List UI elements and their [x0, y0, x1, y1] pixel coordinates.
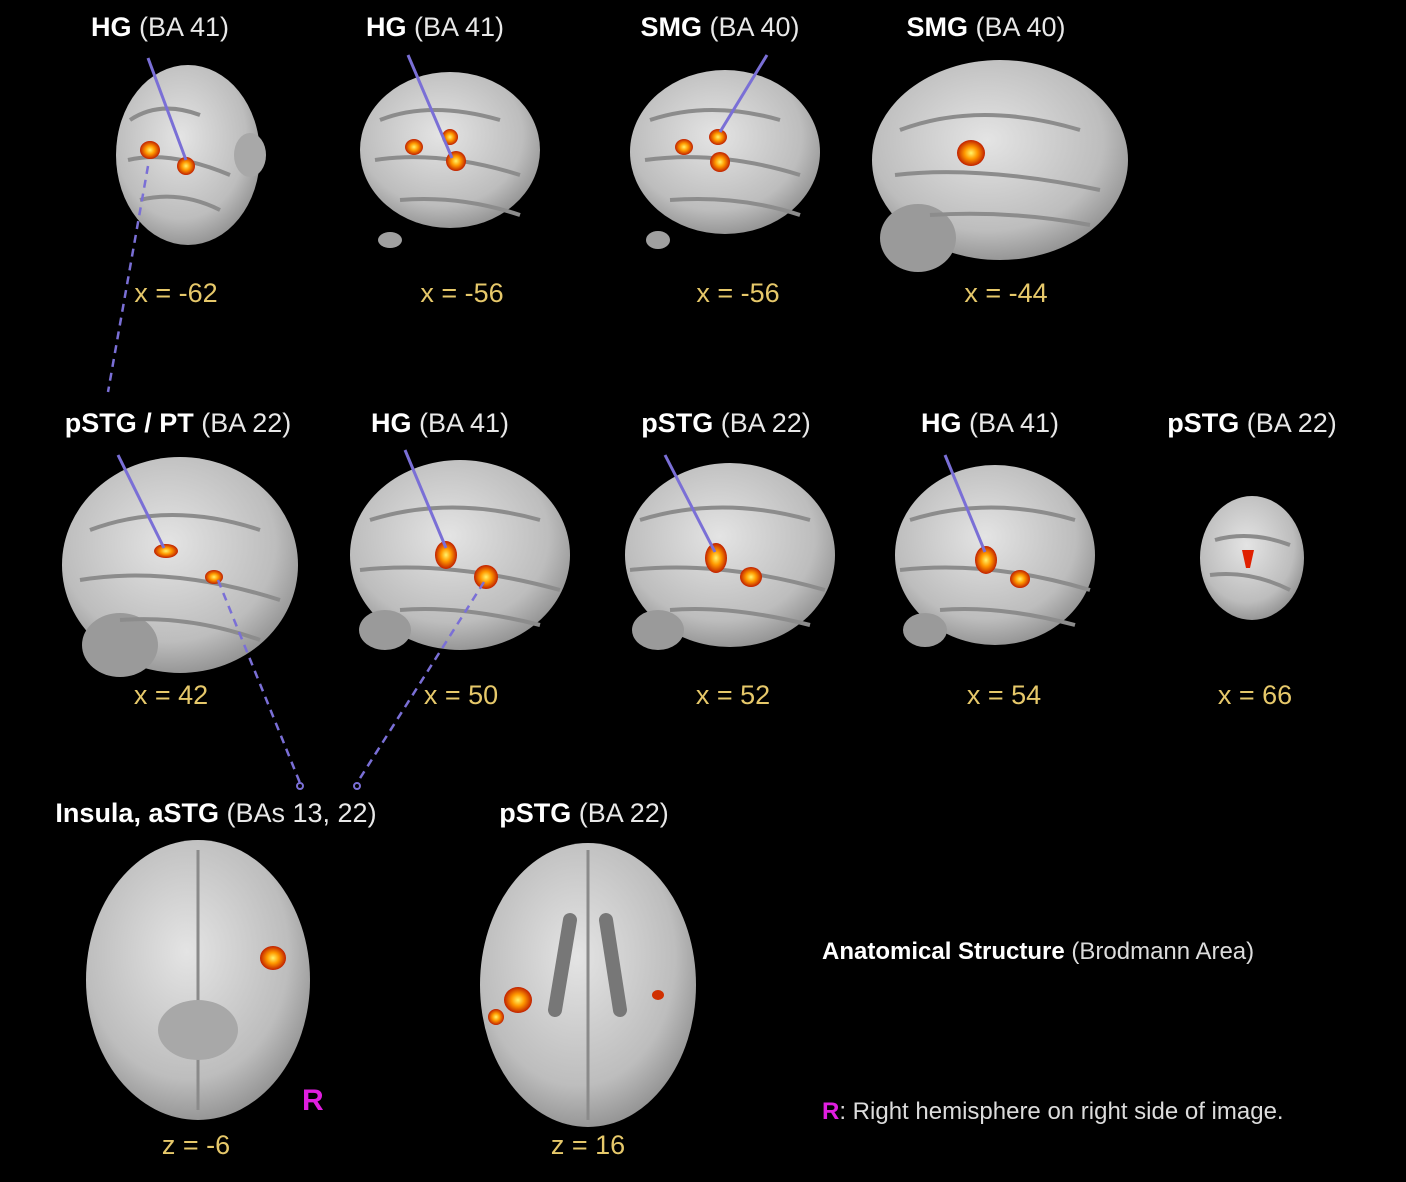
panel-label: HG (BA 41) — [370, 408, 510, 438]
hemisphere-marker: R — [302, 1084, 324, 1117]
coordinate-label: x = -62 — [134, 278, 218, 308]
coordinate-label: x = 50 — [423, 680, 499, 710]
legend-z-line: z = MNI coordinate of axial section — [822, 1035, 1190, 1062]
panel-label: HG (BA 41) — [920, 408, 1060, 438]
leader-line-ends — [296, 782, 361, 790]
legend-x-line: x = MNI coordinate of sagittal section — [822, 1002, 1217, 1029]
panel-label: SMG (BA 40) — [906, 12, 1066, 42]
brain-sagittal-x42 — [62, 457, 298, 677]
leader-lines — [116, 54, 987, 553]
coordinate-label: x = -56 — [420, 278, 504, 308]
legend-r-line: R: Right hemisphere on right side of ima… — [822, 1098, 1284, 1125]
coordinate-label: x = -44 — [964, 278, 1048, 308]
panel-label: pSTG (BA 22) — [1167, 408, 1337, 438]
legend-title: Anatomical Structure (Brodmann Area) — [822, 938, 1255, 965]
coordinate-label: z = 16 — [550, 1130, 626, 1160]
brain-sagittal-x52 — [625, 463, 835, 650]
brain-axial-z-6 — [86, 840, 310, 1120]
panel-label: pSTG (BA 22) — [641, 408, 811, 438]
activation-clusters — [140, 129, 1254, 1025]
brain-sagittal-x-44 — [872, 60, 1128, 272]
coordinate-label: x = -56 — [696, 278, 780, 308]
coordinate-label: x = 54 — [966, 680, 1042, 710]
panel-label: pSTG (BA 22) — [499, 798, 669, 828]
panel-label: HG (BA 41) — [365, 12, 505, 42]
panel-label: HG (BA 41) — [90, 12, 230, 42]
brain-axial-z16 — [480, 843, 696, 1127]
coordinate-label: x = 52 — [695, 680, 771, 710]
panel-label: SMG (BA 40) — [640, 12, 800, 42]
brain-sagittal-x-62 — [116, 65, 266, 245]
panel-label: Insula, aSTG (BAs 13, 22) — [55, 798, 377, 828]
brain-sagittal-x50 — [350, 460, 570, 650]
coordinate-label: x = 66 — [1217, 680, 1293, 710]
panel-label: pSTG / PT (BA 22) — [64, 408, 292, 438]
coordinate-label: z = -6 — [161, 1130, 231, 1160]
dashed-leader-lines — [106, 165, 486, 784]
coordinate-label: x = 42 — [133, 680, 209, 710]
